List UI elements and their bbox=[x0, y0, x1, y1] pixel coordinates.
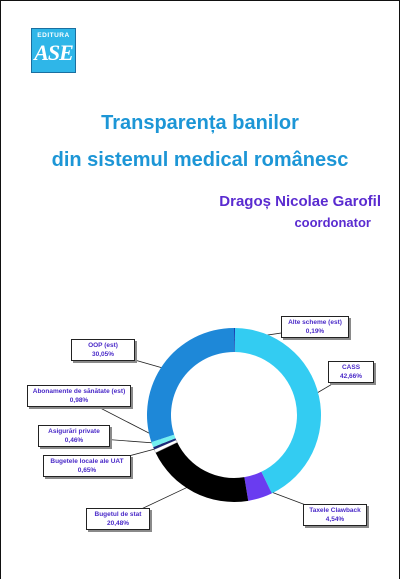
slice-label-text: Bugetele locale ale UAT bbox=[50, 458, 124, 465]
slice-value-text: 20,48% bbox=[106, 520, 130, 527]
label-cass: CASS 42,66% bbox=[328, 361, 374, 383]
slice-label-text: Taxele Clawback bbox=[309, 507, 361, 514]
title-line-2: din sistemul medical românesc bbox=[51, 149, 349, 171]
slice-value-text: 4,54% bbox=[325, 516, 345, 523]
slice-bugetul-de-stat bbox=[155, 442, 249, 502]
label-alte-scheme-est: Alte scheme (est) 0,19% bbox=[281, 316, 349, 338]
slice-label-text: CASS bbox=[341, 364, 361, 371]
logo-top-text: EDITURA bbox=[37, 32, 70, 39]
slice-value-text: 30,05% bbox=[91, 351, 115, 358]
title-line-1: Transparența banilor bbox=[101, 112, 299, 134]
logo-main-text: ASE bbox=[34, 40, 74, 65]
slice-value-text: 0,98% bbox=[69, 397, 89, 404]
label-bugetele-locale-ale-uat: Bugetele locale ale UAT 0,65% bbox=[43, 455, 131, 477]
slice-label-text: Bugetul de stat bbox=[94, 511, 142, 518]
slice-label-text: Abonamente de sănătate (est) bbox=[32, 388, 126, 395]
label-taxele-clawback: Taxele Clawback 4,54% bbox=[303, 504, 367, 526]
slice-value-text: 0,65% bbox=[77, 467, 97, 474]
donut-slices bbox=[147, 328, 322, 502]
slice-value-text: 0,19% bbox=[305, 328, 325, 335]
slice-cass bbox=[234, 328, 322, 494]
label-oop-est: OOP (est) 30,05% bbox=[71, 339, 135, 361]
author-role: coordonator bbox=[294, 215, 371, 230]
author-name: Dragoș Nicolae Garofil bbox=[219, 193, 381, 210]
slice-value-text: 42,66% bbox=[339, 373, 363, 380]
slice-asigurari-private bbox=[153, 438, 177, 450]
slice-bugetele-locale-ale-uat bbox=[153, 439, 178, 454]
label-bugetul-de-stat: Bugetul de stat 20,48% bbox=[86, 508, 150, 530]
slice-taxele-clawback bbox=[244, 471, 272, 501]
slice-oop-est bbox=[147, 328, 234, 443]
slice-label-text: OOP (est) bbox=[88, 342, 118, 349]
slice-abonamente-de-sanatate-est bbox=[151, 434, 176, 448]
slice-value-text: 0,46% bbox=[64, 437, 84, 444]
publisher-logo: EDITURA ASE bbox=[31, 28, 76, 73]
slice-alte-scheme-est bbox=[234, 328, 236, 353]
slice-label-text: Alte scheme (est) bbox=[288, 319, 342, 326]
label-abonamente-de-sanatate-est: Abonamente de sănătate (est) 0,98% bbox=[27, 385, 131, 407]
label-asigurari-private: Asigurări private 0,46% bbox=[38, 425, 110, 447]
slice-label-text: Asigurări private bbox=[48, 428, 100, 435]
